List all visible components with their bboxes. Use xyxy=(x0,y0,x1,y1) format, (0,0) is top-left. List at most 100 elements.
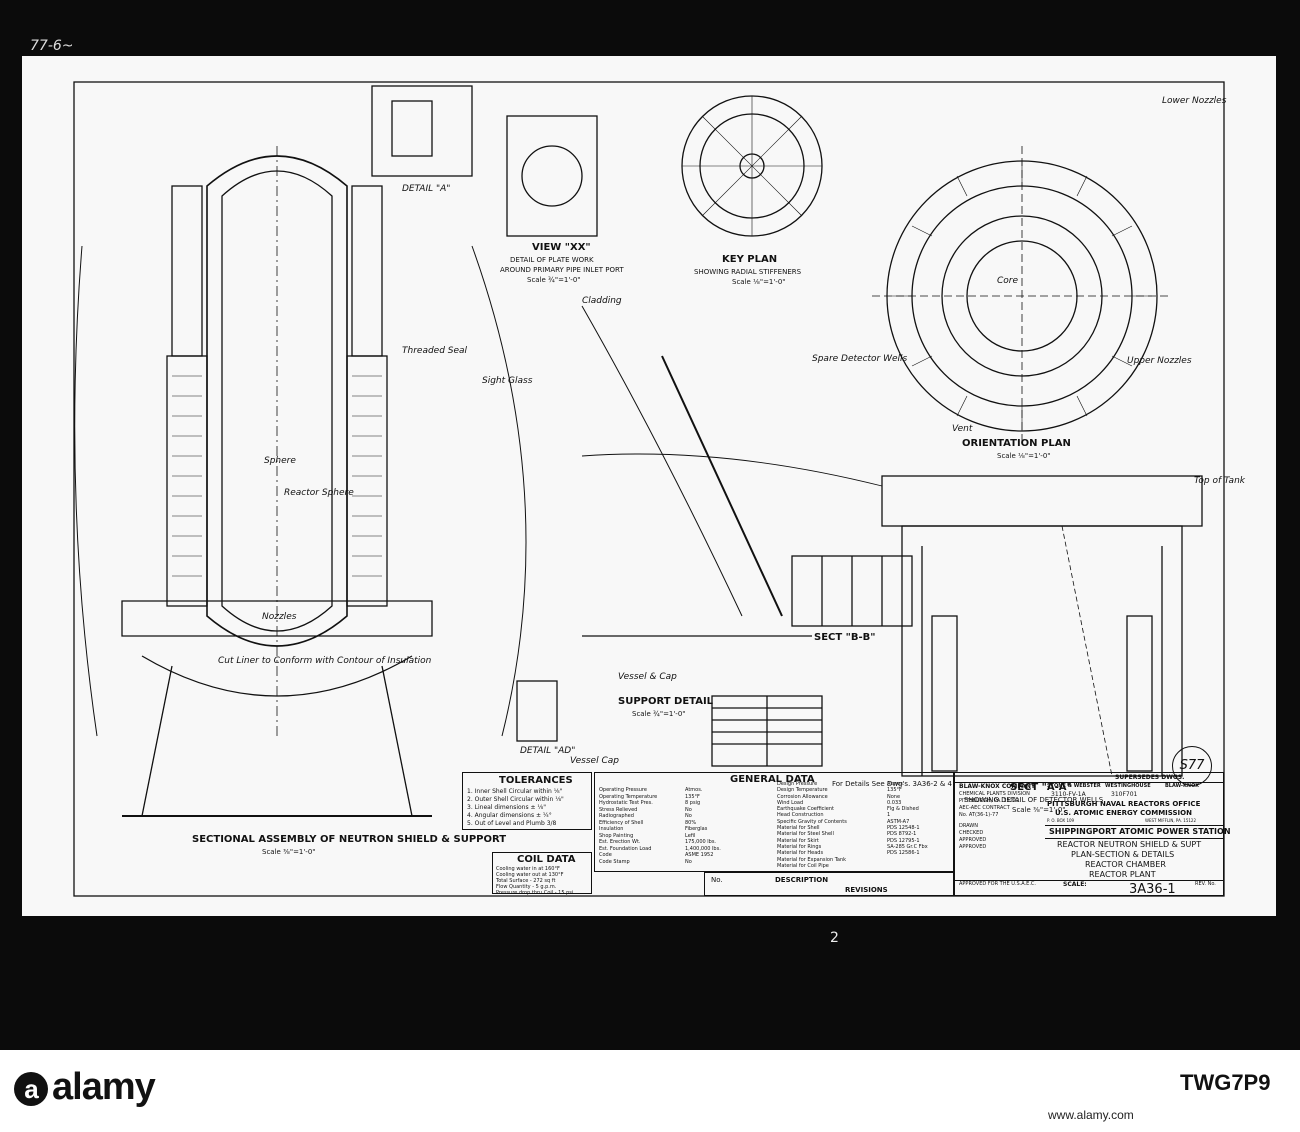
general-data-label: Hydrostatic Test Pres. xyxy=(599,800,653,806)
general-data-label: Head Construction xyxy=(777,812,824,819)
general-data-value: 0.033 xyxy=(887,799,902,806)
coil-data-box: COIL DATA Cooling water in at 160°F Cool… xyxy=(492,852,592,896)
tolerances-lines: 1. Inner Shell Circular within ⅛" 2. Out… xyxy=(467,788,564,828)
section-bb-title: SECT "B-B" xyxy=(814,632,876,643)
annotation-vessel-cap: Vessel Cap xyxy=(570,756,619,766)
general-data-label: Operating Temperature xyxy=(599,793,658,800)
general-data-value: No xyxy=(685,858,692,865)
annotation-upper-nozzles: Upper Nozzles xyxy=(1127,356,1192,366)
view-xx-subtitle-2: AROUND PRIMARY PIPE INLET PORT xyxy=(500,266,624,274)
annotation-core: Core xyxy=(997,276,1019,286)
general-data-value: PDS 8792-1 xyxy=(887,831,917,838)
general-data-value: 175,000 lbs. xyxy=(685,839,717,845)
general-data-label: Material for Shell xyxy=(777,825,820,832)
general-data-label: Material for Heads xyxy=(777,850,824,857)
general-data-label: Specific Gravity of Contents xyxy=(777,818,847,825)
section-aa-title: SECT "A-A" xyxy=(1010,782,1072,793)
company-division: CHEMICAL PLANTS DIVISION xyxy=(959,791,1030,797)
detail-ad-label: DETAIL "AD" xyxy=(520,746,576,756)
company-city: PITTSBURGH, PA. 15222 xyxy=(959,798,1020,804)
general-data-label: Shop Painting xyxy=(599,832,634,839)
tolerances-title: TOLERANCES xyxy=(499,775,573,786)
blueprint-sheet: SECTIONAL ASSEMBLY OF NEUTRON SHIELD & S… xyxy=(22,56,1276,916)
general-data-right-values: Atmos. 135°F None 0.033 Flg & Dished 1 A… xyxy=(887,781,928,857)
general-data-label: Operating Pressure xyxy=(599,787,647,793)
westinghouse-number: 310F701 xyxy=(1111,791,1138,798)
top-handwritten-mark: 77-6~ xyxy=(30,38,74,54)
image-id: TWG7P9 xyxy=(1180,1070,1271,1095)
photograph-background: SECTIONAL ASSEMBLY OF NEUTRON SHIELD & S… xyxy=(0,0,1300,1050)
drawn-label: DRAWN xyxy=(959,823,978,829)
annotation-cut-liner: Cut Liner to Conform with Contour of Ins… xyxy=(218,656,432,666)
general-data-value: PDS 12586-1 xyxy=(887,850,920,857)
alamy-logo-icon: a xyxy=(14,1071,48,1106)
general-data-value: Flg & Dished xyxy=(887,806,919,813)
key-plan-subtitle: SHOWING RADIAL STIFFENERS xyxy=(694,268,802,276)
general-data-value: Fiberglas xyxy=(685,826,708,832)
annotation-lower-nozzles: Lower Nozzles xyxy=(1162,96,1227,106)
westinghouse-header: WESTINGHOUSE xyxy=(1105,783,1151,789)
watermark-url: www.alamy.com xyxy=(1048,1108,1134,1122)
support-detail-title: SUPPORT DETAIL xyxy=(618,696,714,707)
section-aa-subtitle: SHOWING DETAIL OF DETECTOR WELLS xyxy=(964,796,1104,804)
drawing-number: 3A36-1 xyxy=(1129,882,1176,897)
drawing-description-4: REACTOR PLANT xyxy=(1089,870,1156,879)
contract-label: AEC-AEC CONTRACT xyxy=(959,805,1010,811)
company-name: BLAW-KNOX COMPANY xyxy=(959,783,1036,790)
annotation-vent: Vent xyxy=(952,424,973,434)
sheet-mark-circle: S77 xyxy=(1172,746,1212,786)
approved-label-2: APPROVED xyxy=(959,844,987,850)
coil-line: Pressure drop thru Coil - 15 psi xyxy=(496,890,574,896)
general-data-value: 8 psig xyxy=(685,800,701,806)
general-data-value: Atmos. xyxy=(887,781,905,787)
general-data-label: Insulation xyxy=(599,826,624,832)
tolerances-box: TOLERANCES 1. Inner Shell Circular withi… xyxy=(462,772,592,830)
general-data-label: Radiographed xyxy=(599,813,634,819)
general-data-value: PDS 12795-1 xyxy=(887,837,920,844)
general-data-label: Material for Coil Pipe xyxy=(777,862,829,869)
blaw-knox-header: BLAW-KNOX xyxy=(1165,783,1199,789)
tolerance-line: 1. Inner Shell Circular within ⅛" xyxy=(467,788,563,795)
title-block-divider xyxy=(1045,838,1223,839)
general-data-value: SA-285 Gr.C Fbx xyxy=(887,843,928,850)
drawing-description-3: REACTOR CHAMBER xyxy=(1085,860,1166,869)
general-data-left-values: Atmos. 135°F 8 psig No No 80% Fiberglas … xyxy=(685,787,721,865)
annotation-threaded-seal: Threaded Seal xyxy=(402,346,468,356)
detail-a-label: DETAIL "A" xyxy=(402,184,451,194)
orientation-plan-title: ORIENTATION PLAN xyxy=(962,438,1071,449)
coil-line: Cooling water out at 130°F xyxy=(496,872,564,878)
blueprint-linework xyxy=(73,81,1225,897)
revision-number-label: REV. No. xyxy=(1195,881,1216,887)
alamy-logo-text: alamy xyxy=(52,1066,156,1108)
general-data-label: Efficiency of Shell xyxy=(599,819,644,826)
coil-data-title: COIL DATA xyxy=(517,854,576,865)
annotation-sight-glass: Sight Glass xyxy=(482,376,533,386)
main-view-title: SECTIONAL ASSEMBLY OF NEUTRON SHIELD & S… xyxy=(192,834,507,845)
title-block-divider xyxy=(955,880,1223,881)
revisions-no-header: No. xyxy=(711,876,723,884)
general-data-label: Est. Erection Wt. xyxy=(599,839,641,845)
general-data-label: Material for Expansion Tank xyxy=(777,856,847,863)
general-data-value: Lefil xyxy=(685,832,696,839)
page-mark: 2 xyxy=(830,930,839,946)
key-plan-scale: Scale ⅛"=1'-0" xyxy=(732,278,786,286)
supersedes-label: SUPERSEDES DWGS. xyxy=(1115,774,1185,781)
general-data-value: No xyxy=(685,806,692,813)
general-data-value: No xyxy=(685,813,692,819)
general-data-label: Code xyxy=(599,852,612,858)
general-data-label: Material for Steel Shell xyxy=(777,831,834,838)
stone-webster-number: 3110-FV-1A xyxy=(1051,791,1086,798)
revisions-description-header: DESCRIPTION xyxy=(775,876,829,884)
tolerance-line: 5. Out of Level and Plumb 3/8 xyxy=(467,820,557,827)
annotation-spare-detector-wells: Spare Detector Wells xyxy=(812,354,908,364)
general-data-label: Stress Relieved xyxy=(599,806,638,813)
coil-data-lines: Cooling water in at 160°F Cooling water … xyxy=(496,866,573,896)
coil-line: Flow Quantity - 5 g.p.m. xyxy=(496,884,557,890)
general-data-label: Material for Skirt xyxy=(777,837,819,844)
section-aa-scale: Scale ⅜"=1'-0" xyxy=(1012,806,1066,814)
annotation-nozzles: Nozzles xyxy=(262,612,297,622)
annotation-cladding: Cladding xyxy=(582,296,622,306)
commission-name: U.S. ATOMIC ENERGY COMMISSION xyxy=(1055,809,1192,817)
general-data-title: GENERAL DATA xyxy=(730,774,815,785)
